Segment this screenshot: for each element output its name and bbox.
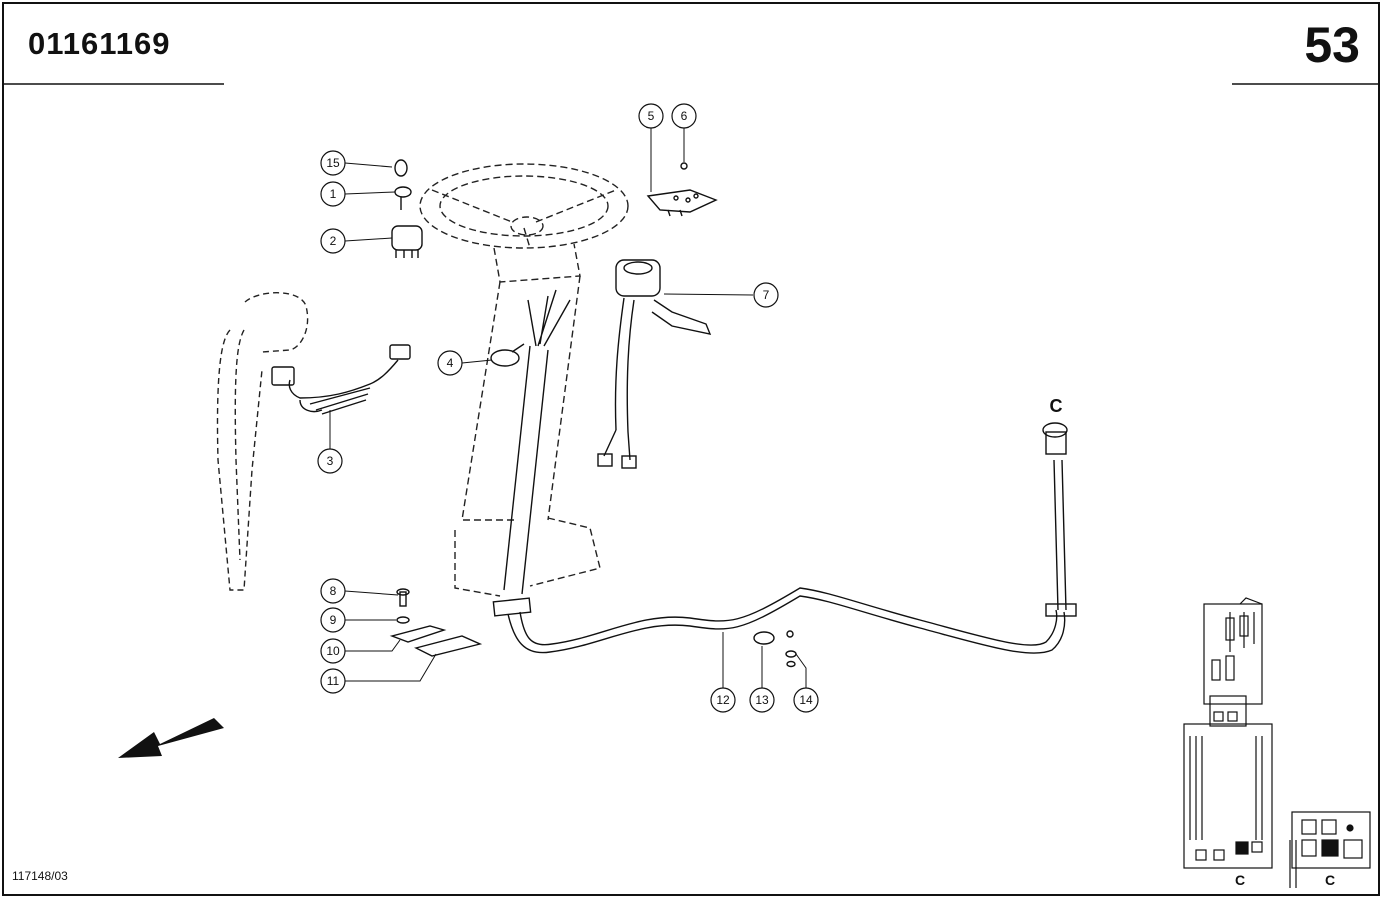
callout-5-label: 5 — [648, 109, 655, 123]
callout-15-label: 15 — [326, 156, 340, 170]
mounting-plate — [646, 162, 718, 217]
ignition-switch-parts — [391, 159, 423, 258]
callout-1: 1 — [320, 181, 346, 207]
page-number: 53 — [1304, 17, 1360, 73]
callout-14: 14 — [793, 687, 819, 713]
callout-10: 10 — [320, 638, 346, 664]
callout-4-label: 4 — [447, 356, 454, 370]
arrow-down-left-icon — [118, 718, 224, 758]
callout-12: 12 — [710, 687, 736, 713]
detail-inset — [1289, 811, 1371, 888]
callout-2-label: 2 — [330, 234, 337, 248]
vehicle-overview-inset — [1183, 597, 1273, 869]
callout-15: 15 — [320, 150, 346, 176]
cable-tie — [490, 343, 525, 367]
leader-lines — [329, 128, 807, 688]
callout-3: 3 — [317, 448, 343, 474]
callout-14-label: 14 — [799, 693, 813, 707]
coiled-cable — [271, 344, 411, 415]
callout-6-label: 6 — [681, 109, 688, 123]
callout-8: 8 — [320, 578, 346, 604]
callout-7: 7 — [753, 282, 779, 308]
callout-10-label: 10 — [326, 644, 340, 658]
part-number: 01161169 — [28, 26, 171, 61]
callout-3-label: 3 — [327, 454, 334, 468]
callout-7-label: 7 — [763, 288, 770, 302]
callout-1-label: 1 — [330, 187, 337, 201]
drawing-code: 117148/03 — [12, 869, 68, 883]
callout-4: 4 — [437, 350, 463, 376]
callout-2: 2 — [320, 228, 346, 254]
brake-pedal — [216, 292, 309, 591]
column-harness — [492, 289, 571, 617]
long-cable — [507, 422, 1077, 654]
callout-8-label: 8 — [330, 584, 337, 598]
callout-13-label: 13 — [755, 693, 769, 707]
callout-12-label: 12 — [716, 693, 730, 707]
callout-6: 6 — [671, 103, 697, 129]
callout-13: 13 — [749, 687, 775, 713]
combination-switch — [597, 259, 712, 469]
bracket-parts — [389, 588, 483, 657]
clip-parts — [753, 630, 797, 668]
inset-label-1: C — [1235, 872, 1245, 888]
callout-9: 9 — [320, 607, 346, 633]
callout-11: 11 — [320, 668, 346, 694]
callout-9-label: 9 — [330, 613, 337, 627]
connector-label-c: C — [1050, 396, 1063, 416]
steering-column — [419, 163, 629, 597]
callout-11-label: 11 — [327, 674, 340, 688]
callout-5: 5 — [638, 103, 664, 129]
inset-label-2: C — [1325, 872, 1335, 888]
